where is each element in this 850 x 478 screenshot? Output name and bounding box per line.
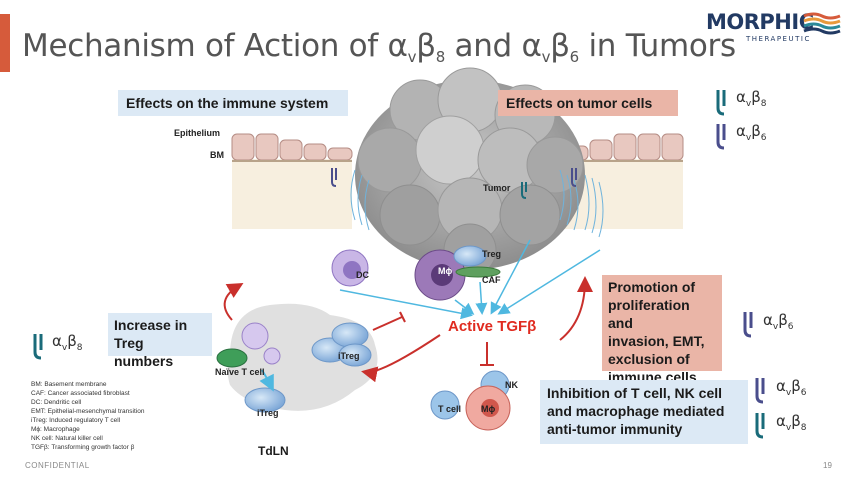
company-logo: MORPHIC THERAPEUTIC xyxy=(706,10,836,43)
treg-arrow xyxy=(361,334,441,383)
label-treg: Treg xyxy=(482,249,502,259)
label-tdln: TdLN xyxy=(258,444,289,458)
immune-effects-box: Effects on the immune system xyxy=(118,90,348,116)
integrin-label-avb8-left: αvβ8 xyxy=(52,332,83,353)
tumor-effects-box: Effects on tumor cells xyxy=(498,90,678,116)
label-bm: BM xyxy=(210,150,224,160)
tgf-activation-arrows xyxy=(339,239,601,320)
promotion-arrow xyxy=(559,276,593,341)
integrin-icon-b6-mid xyxy=(743,312,753,338)
integrin-icon-b8-bottom xyxy=(755,413,765,439)
integrin-label-avb6-bottom: αvβ6 xyxy=(776,377,807,398)
page-number: 19 xyxy=(823,461,832,470)
title-accent-bar xyxy=(0,14,10,72)
integrin-marker-right xyxy=(571,168,577,187)
macrophage xyxy=(414,249,466,301)
footer-confidential: CONFIDENTIAL xyxy=(25,461,90,470)
integrin-label-avb6-top: αvβ6 xyxy=(736,122,767,143)
inhibit-line-left xyxy=(372,316,403,331)
label-nk: NK xyxy=(505,380,518,390)
label-macrophage: Mϕ xyxy=(438,266,453,276)
integrin-marker-left xyxy=(331,168,337,187)
epithelium-left xyxy=(231,133,353,161)
slide-title: Mechanism of Action of αvβ8 and αvβ6 in … xyxy=(22,28,736,66)
logo-subtitle: THERAPEUTIC xyxy=(746,35,811,43)
itreg-arrow xyxy=(259,369,274,392)
integrin-icon-b6-bottom xyxy=(755,378,765,404)
integrin-label-avb8-top: αvβ8 xyxy=(736,88,767,109)
label-epithelium: Epithelium xyxy=(174,128,221,138)
label-itreg-1: iTreg xyxy=(338,351,360,361)
logo-name: MORPHIC xyxy=(706,10,814,34)
label-itreg-2: iTreg xyxy=(257,408,279,418)
integrin-icon-b8-left xyxy=(33,334,43,360)
integrin-label-avb8-bottom: αvβ8 xyxy=(776,412,807,433)
integrin-label-avb6-mid: αvβ6 xyxy=(763,311,794,332)
naive-conversion-arrow xyxy=(223,282,244,321)
label-t-cell: T cell xyxy=(438,404,462,414)
matrix-fibers xyxy=(350,169,604,238)
caf-cell xyxy=(455,266,501,278)
integrin-icon-b6-top xyxy=(716,124,726,150)
effector-cells xyxy=(430,370,511,431)
epithelium-right xyxy=(565,133,684,161)
stroma-left xyxy=(232,159,352,229)
logo-waves-icon xyxy=(803,12,841,35)
label-caf: CAF xyxy=(482,275,501,285)
dendritic-cell xyxy=(331,249,369,287)
label-naive-t-cell: Naïve T cell xyxy=(215,367,265,377)
active-tgf-beta-label: Active TGFβ xyxy=(448,318,537,335)
integrin-marker-tumor xyxy=(521,182,527,199)
integrin-icon-b8-top xyxy=(716,90,726,116)
tumor-mass xyxy=(355,67,585,277)
label-dc: DC xyxy=(356,270,369,280)
label-tumor: Tumor xyxy=(483,183,511,193)
treg-cell xyxy=(453,245,487,267)
label-macrophage-2: Mϕ xyxy=(481,404,496,414)
